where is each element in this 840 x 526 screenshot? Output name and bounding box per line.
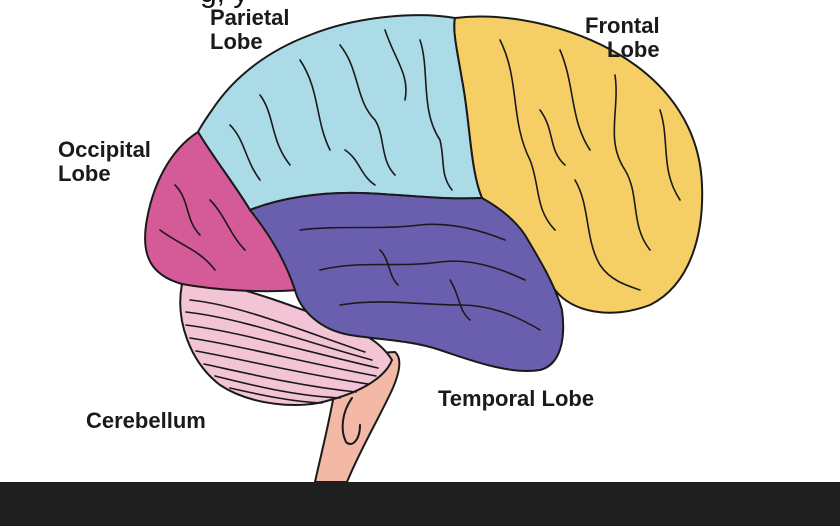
brain-illustration bbox=[144, 14, 704, 482]
bottom-bar bbox=[0, 482, 840, 526]
occipital-lobe-label-line1: Occipital bbox=[58, 137, 151, 162]
occipital-lobe-label-line2: Lobe bbox=[58, 161, 111, 186]
parietal-lobe-label: Parietal Lobe bbox=[210, 6, 290, 54]
occipital-lobe bbox=[144, 131, 301, 293]
cerebellum-label: Cerebellum bbox=[86, 408, 206, 433]
brain-gyri bbox=[159, 29, 681, 331]
parietal-lobe-label-line2: Lobe bbox=[210, 29, 263, 54]
frontal-lobe-label-line1: Frontal bbox=[585, 13, 660, 38]
frontal-lobe-label: Frontal Lobe bbox=[585, 14, 660, 62]
temporal-lobe bbox=[249, 191, 565, 372]
occipital-lobe-label: Occipital Lobe bbox=[58, 138, 151, 186]
clipped-heading-text: g, y bbox=[200, 0, 248, 8]
brain-diagram: g, y Parietal Lobe Frontal Lobe Occipita… bbox=[58, 0, 704, 482]
frontal-lobe-label-line2: Lobe bbox=[607, 37, 660, 62]
temporal-lobe-label: Temporal Lobe bbox=[438, 386, 595, 411]
parietal-lobe-label-line1: Parietal bbox=[210, 5, 290, 30]
brainstem-fold bbox=[341, 397, 361, 445]
cerebellum-folds bbox=[185, 299, 379, 404]
